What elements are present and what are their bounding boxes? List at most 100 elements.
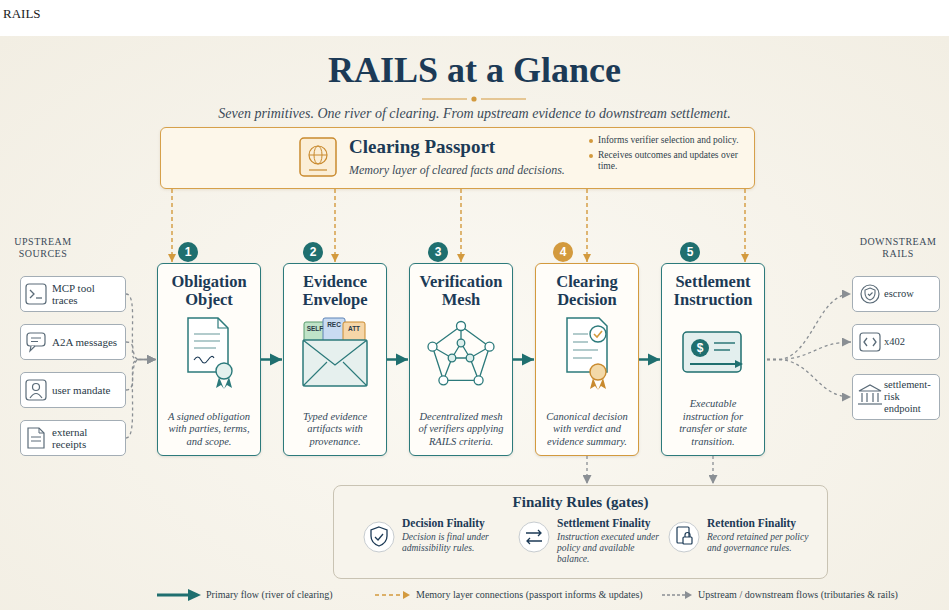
text-wrap: escrow [884,288,914,300]
lock-icon [683,537,692,544]
code-icon [860,333,880,351]
legend-sample-flow [662,591,692,599]
bank-icon [861,393,862,402]
transfer-illustration [683,332,741,372]
node-label: MCP tool traces [52,282,122,306]
lock-icon [685,533,690,538]
envelope-illustration [303,340,367,365]
exchange-icon [519,522,549,552]
section-label: DOWNSTREAM RAILS [852,236,944,260]
mesh-illustration [474,376,483,385]
receipt-icon [39,428,44,433]
rail-arrow [126,294,156,360]
node-description: Decentralized mesh of verifiers applying… [415,411,507,449]
bullet-text: Informs verifier selection and policy. [589,135,749,146]
envelope-illustration [303,340,367,386]
text-wrap: x402 [884,336,905,348]
description-wrap: Canonical decision with verdict and evid… [541,411,633,449]
node-heading: Decision Finality [402,517,514,530]
mesh-illustration [433,326,490,380]
source-box: A2A messages [20,324,126,360]
diagram-title: RAILS at a Glance [0,50,949,90]
title-ornament [471,96,476,101]
node-label: user mandate [52,384,110,396]
transfer-illustration [683,332,743,372]
legend-text: Upstream / downstream flows (tributaries… [698,589,898,601]
passport-icon [314,146,322,164]
message-icon [27,333,45,351]
certificate-illustration [573,357,592,358]
rail-arrow [126,360,156,391]
document-illustration [216,377,224,389]
mesh-illustration [466,354,474,362]
code-icon [860,333,880,351]
bank-icon [859,385,881,391]
document-illustration [224,377,232,389]
terminal-icon [26,284,46,304]
title-ornament [481,98,526,99]
envelope-illustration [343,322,365,348]
shield-icon [371,527,387,546]
node-heading: Settlement Instruction [665,273,761,309]
subtitle: Seven primitives. One river of clearing.… [0,106,949,122]
rail-box: escrow [852,276,940,312]
legend-sample-flow [685,591,692,599]
transfer-illustration [691,339,709,357]
document-illustration [218,318,228,328]
callout-number: 5 [680,242,700,262]
receipt-icon [28,428,44,448]
gate-band: Finality Rules (gates)Decision FinalityD… [333,485,828,579]
bank-icon [866,393,867,402]
certificate-illustration [573,341,588,342]
document-illustration [216,363,232,379]
title-ornament [422,98,467,99]
text-column: Retention FinalityRecord retained per po… [707,517,821,554]
certificate-illustration [567,318,607,372]
node-description: A signed obligation with parties, terms,… [163,411,255,449]
node-heading: Evidence Envelope [287,273,383,309]
rail-arrow [767,342,851,360]
shield-icon [364,522,394,552]
message-icon [31,338,41,339]
text-column: Decision FinalityDecision is final under… [402,517,514,554]
memory-box: Clearing PassportMemory layer of cleared… [160,127,755,189]
shield-icon [364,522,394,552]
shield-icon [375,534,383,540]
callout-number: 4 [553,242,573,262]
node-description: Decision is final under admissibility ru… [402,532,514,554]
node-label: escrow [884,288,914,300]
legend-text: Memory layer connections (passport infor… [416,589,643,601]
bullet-list: Informs verifier selection and policy.Re… [589,135,749,172]
process-box: Clearing DecisionCanonical decision with… [535,263,639,456]
code-icon [864,338,867,346]
node-heading: Clearing Passport [349,136,581,158]
certificate-illustration [573,349,598,350]
node-label: settlement-risk endpoint [884,379,936,415]
transfer-illustration [714,349,730,350]
message-icon [30,346,35,351]
rail-arrow [126,342,156,360]
flow-arrow [639,358,660,361]
source-box: user mandate [20,372,126,408]
mesh-illustration [428,322,494,385]
legend-sample-primary [157,594,190,597]
transfer-illustration [714,342,735,343]
lock-icon [669,522,699,552]
transfer-illustration [690,363,736,365]
text-wrap: settlement-risk endpoint [884,379,936,415]
memory-arrow [334,189,335,262]
node-description: Typed evidence artifacts with provenance… [289,411,381,449]
transfer-illustration [735,360,743,368]
source-box: MCP tool traces [20,276,126,312]
description-wrap: Typed evidence artifacts with provenance… [289,411,381,449]
document-illustration [188,318,232,389]
document-illustration [194,340,220,341]
rail-arrow [126,360,156,439]
passport-icon [300,138,336,176]
page-label: RAILS [3,6,83,21]
process-box: Evidence EnvelopeTyped evidence artifact… [283,263,387,456]
user-icon [26,380,46,400]
certificate-illustration [573,333,588,334]
callout-number: 1 [178,242,198,262]
